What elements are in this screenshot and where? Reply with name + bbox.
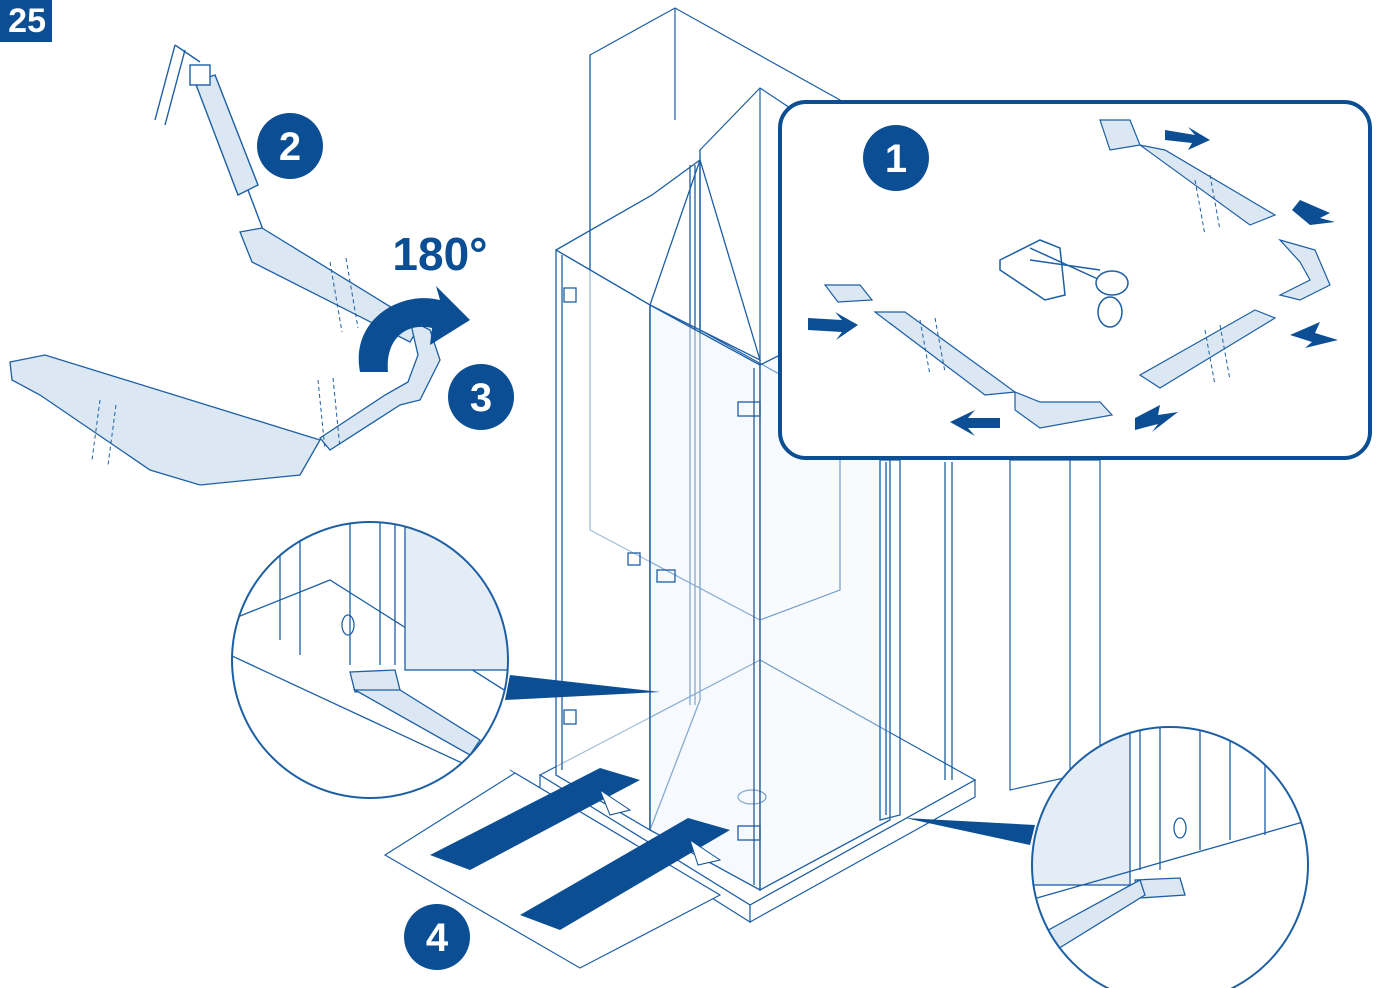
sealing-profile	[9, 227, 441, 486]
callout-3-label: 3	[470, 376, 492, 420]
rotation-label: 180°	[392, 228, 487, 280]
caulk-gun-icon	[154, 44, 266, 236]
callout-4-label: 4	[426, 916, 449, 960]
rotate-arrow-icon	[358, 286, 470, 372]
callout-2-label: 2	[279, 125, 301, 169]
callout-1-label: 1	[885, 137, 907, 181]
callout-1-circle	[863, 125, 929, 191]
scissors-icon	[999, 239, 1129, 328]
callout-4-circle	[404, 904, 470, 970]
step-1-panel: 1	[778, 100, 1372, 460]
step-number-badge: 25	[0, 0, 52, 42]
callout-2-circle	[257, 113, 323, 179]
callout-3-circle	[448, 364, 514, 430]
magnifier-icon	[905, 726, 1309, 988]
floor-plate	[383, 768, 730, 969]
profile-break-marks	[91, 257, 359, 466]
